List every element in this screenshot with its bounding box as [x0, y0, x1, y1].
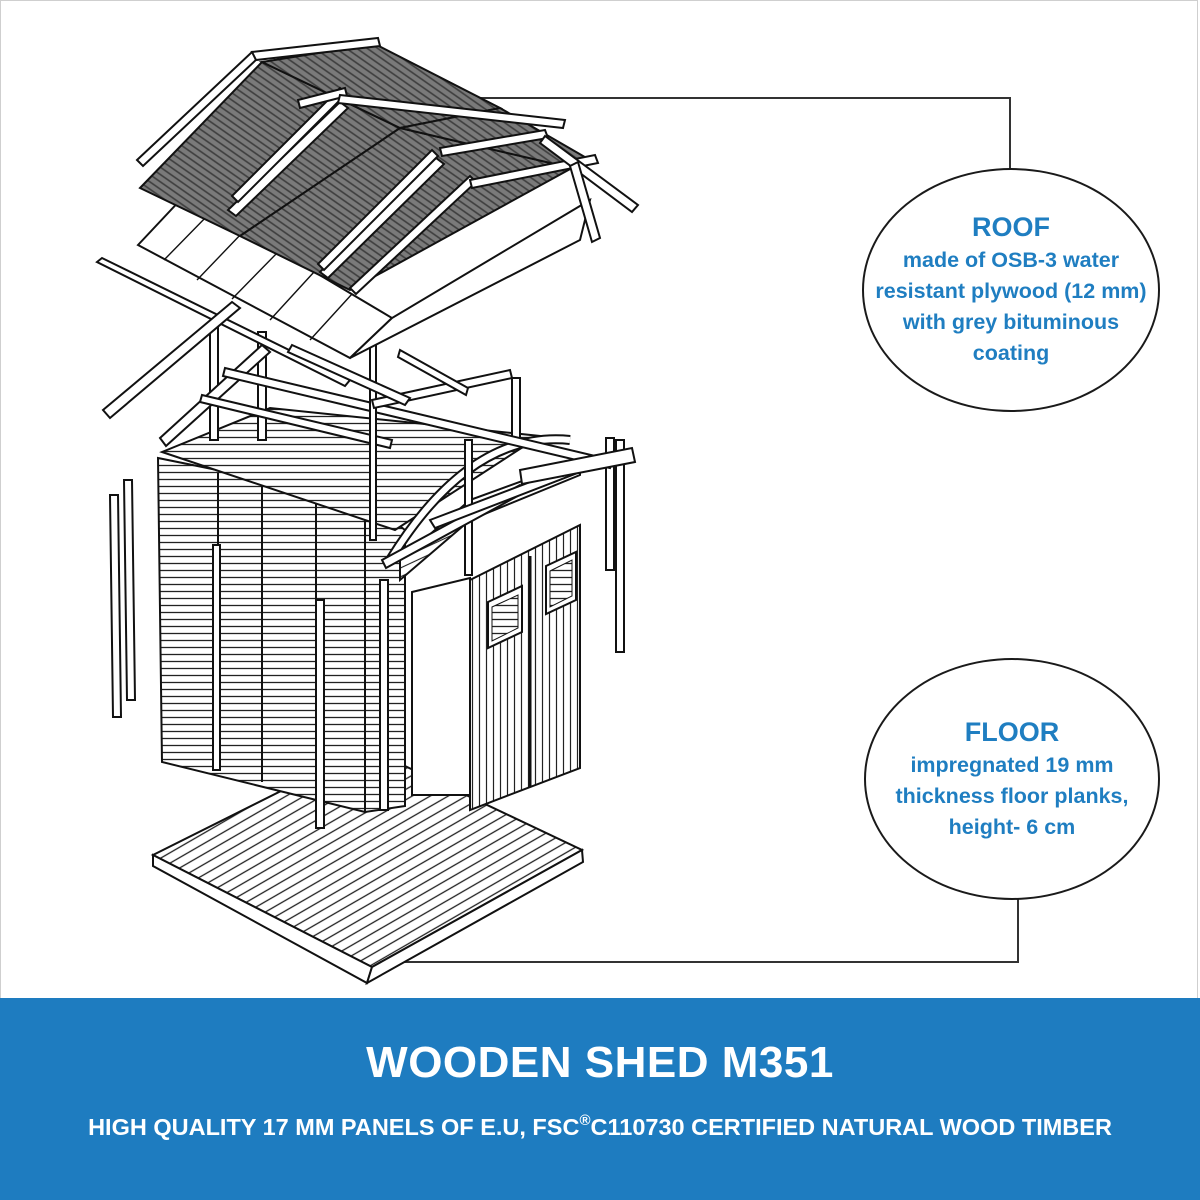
roof-frame [95, 256, 637, 570]
left-wall [156, 456, 366, 814]
floor-callout: FLOOR impregnated 19 mm thickness floor … [864, 658, 1160, 900]
product-banner: WOODEN SHED M351 HIGH QUALITY 17 MM PANE… [0, 998, 1200, 1200]
roof-callout-line: coating [972, 341, 1050, 365]
roof-trims [135, 36, 640, 296]
floor-callout-title: FLOOR [964, 716, 1060, 747]
floor-callout-line: thickness floor planks, [895, 783, 1129, 808]
roof-callout-line: with grey bituminous [902, 310, 1120, 334]
product-subtitle-part2: C110730 CERTIFIED NATURAL WOOD TIMBER [590, 1114, 1112, 1140]
product-title: WOODEN SHED M351 [366, 1038, 834, 1087]
loose-posts [108, 324, 625, 829]
roof-callout-title: ROOF [972, 212, 1050, 242]
shed-exploded-diagram [95, 36, 1019, 986]
floor-leader-line [372, 898, 1019, 963]
roof-leader-line [352, 97, 1011, 172]
front-door-wall [411, 523, 581, 812]
roof-underlay-boards [136, 193, 592, 360]
floor-callout-line: impregnated 19 mm [910, 752, 1114, 777]
product-subtitle: HIGH QUALITY 17 MM PANELS OF E.U, FSC®C1… [0, 1112, 1200, 1141]
roof-callout: ROOF made of OSB-3 water resistant plywo… [862, 168, 1160, 412]
product-subtitle-part1: HIGH QUALITY 17 MM PANELS OF E.U, FSC [88, 1114, 580, 1140]
roof-callout-line: resistant plywood (12 mm) [875, 279, 1147, 303]
roof-callout-line: made of OSB-3 water [902, 248, 1120, 272]
floor-callout-line: height- 6 cm [948, 814, 1076, 839]
registered-mark: ® [579, 1112, 591, 1129]
